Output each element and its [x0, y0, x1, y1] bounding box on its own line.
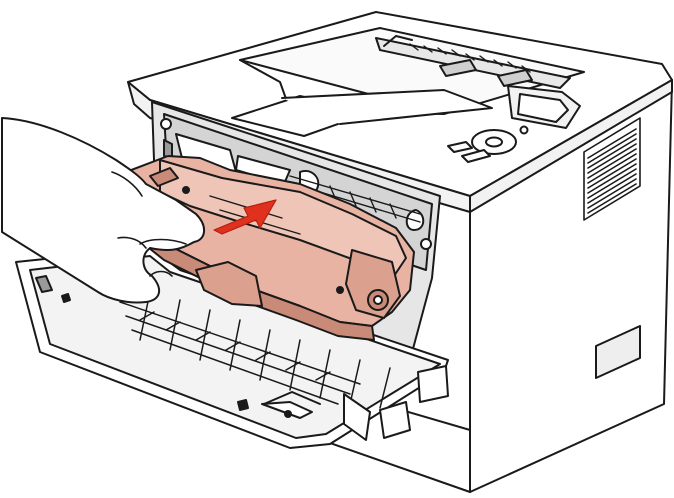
control-panel	[447, 85, 581, 163]
vent-grille	[583, 117, 641, 221]
panel-button-icon	[519, 125, 529, 135]
output-tray	[231, 27, 585, 137]
insert-direction-arrow-icon	[213, 199, 277, 235]
hand	[1, 117, 205, 304]
door-ribs	[119, 291, 391, 409]
